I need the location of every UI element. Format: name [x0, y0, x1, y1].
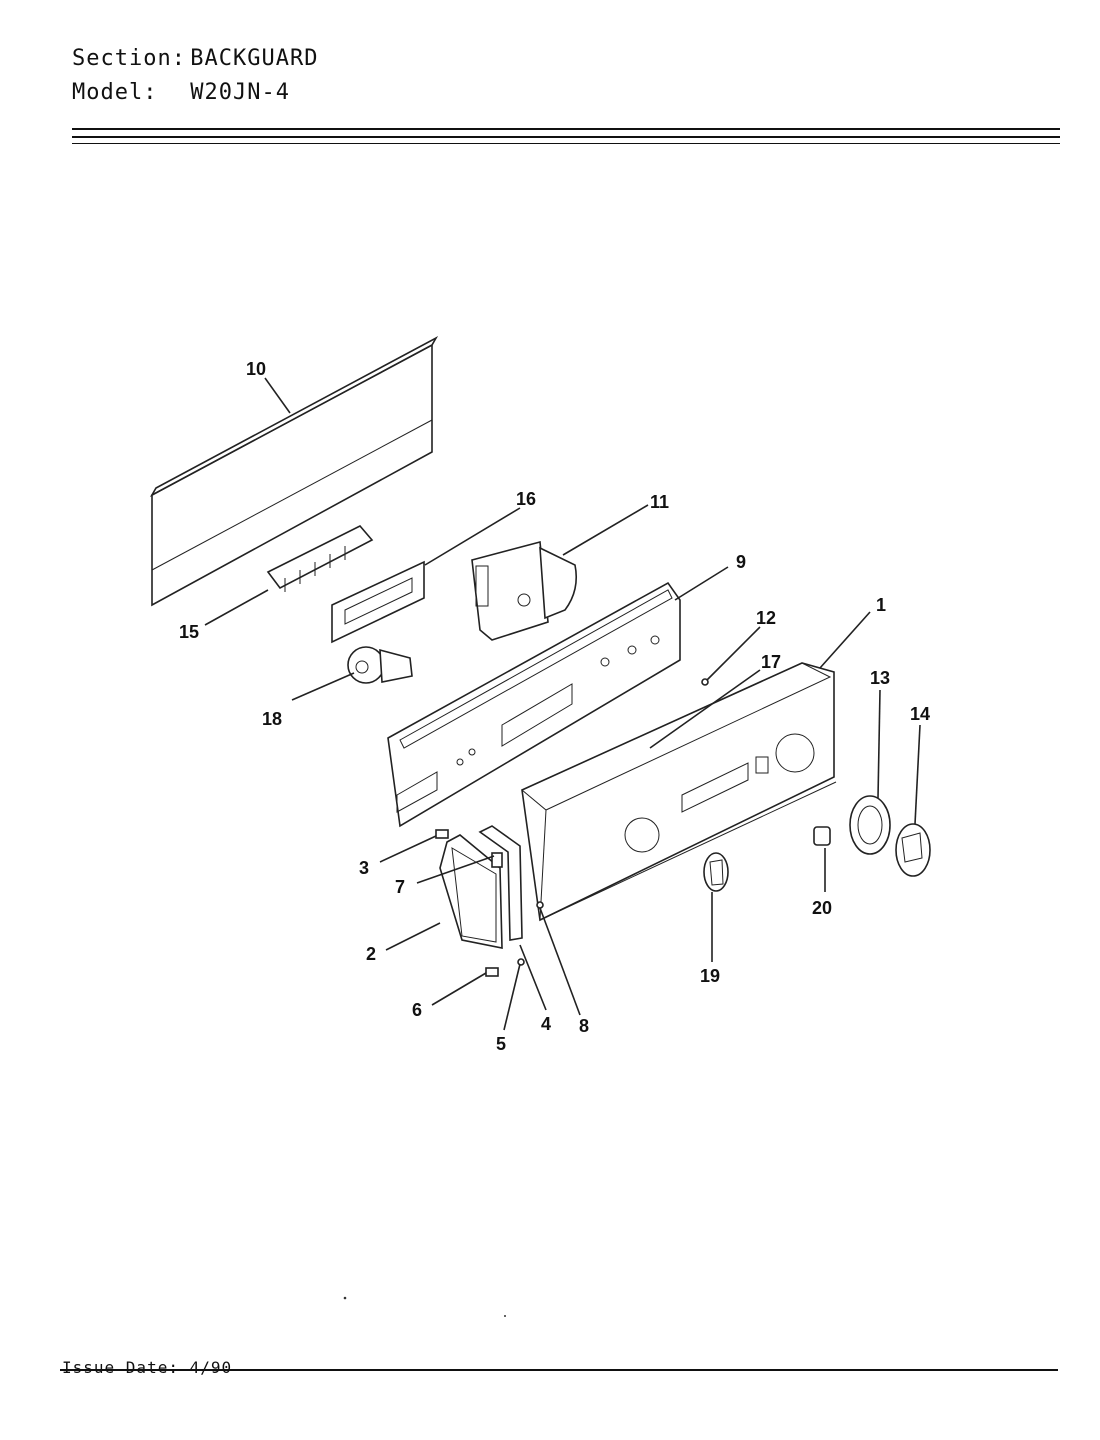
callout-14: 14: [910, 704, 930, 724]
callout-20: 20: [812, 898, 832, 918]
part-3-clip: [435, 829, 449, 839]
callout-1: 1: [876, 595, 886, 615]
callout-12: 12: [756, 608, 776, 628]
model-line: Model: W20JN-4: [72, 80, 290, 105]
callout-6: 6: [412, 1000, 422, 1020]
part-6-clip: [485, 967, 499, 977]
callout-5: 5: [496, 1034, 506, 1054]
part-15-terminal-block: [266, 525, 374, 592]
model-value: W20JN-4: [190, 80, 290, 105]
callout-9: 9: [736, 552, 746, 572]
callout-4: 4: [541, 1014, 551, 1034]
header-rule-2: [72, 136, 1060, 138]
part-13-dial: [849, 795, 891, 855]
callout-16: 16: [516, 489, 536, 509]
part-2-end-cap: [439, 834, 503, 949]
part-12-screw: [701, 678, 709, 686]
callout-7: 7: [395, 877, 405, 897]
header-rule-3: [72, 143, 1060, 144]
part-7-bracket: [491, 852, 503, 868]
model-label: Model:: [72, 80, 158, 105]
callout-15: 15: [179, 622, 199, 642]
part-18-switch: [347, 646, 413, 684]
callout-11: 11: [650, 492, 669, 512]
speck: [343, 1296, 347, 1300]
part-11-timer: [471, 540, 578, 641]
footer-rule: [60, 1369, 1058, 1371]
callout-labels: 10 15 16 11 9 12 17 1 13 14 18 3 7 2 6 5…: [179, 359, 930, 1054]
callout-3: 3: [359, 858, 369, 878]
callout-10: 10: [246, 359, 266, 379]
part-9-control-panel: [387, 581, 681, 828]
section-value: BACKGUARD: [190, 46, 319, 71]
callout-17: 17: [761, 652, 781, 672]
part-16-bracket: [331, 560, 425, 644]
section-line: Section: BACKGUARD: [72, 46, 318, 71]
callout-2: 2: [366, 944, 376, 964]
callout-13: 13: [870, 668, 890, 688]
header-rule-1: [72, 128, 1060, 130]
issue-date: Issue Date: 4/90: [62, 1358, 233, 1377]
leader-lines: [204, 377, 921, 1031]
part-1-console: [521, 662, 837, 922]
part-8-screw: [536, 901, 544, 909]
part-5-screw: [517, 958, 525, 966]
callout-18: 18: [262, 709, 282, 729]
part-10-rear-panel: [149, 335, 439, 607]
callout-8: 8: [579, 1016, 589, 1036]
speck: [504, 1315, 506, 1317]
part-19-knob: [703, 852, 729, 892]
section-label: Section:: [72, 46, 186, 71]
part-14-knob: [895, 823, 931, 877]
part-20-button: [813, 826, 831, 846]
callout-19: 19: [700, 966, 720, 986]
part-4-trim: [478, 825, 523, 941]
